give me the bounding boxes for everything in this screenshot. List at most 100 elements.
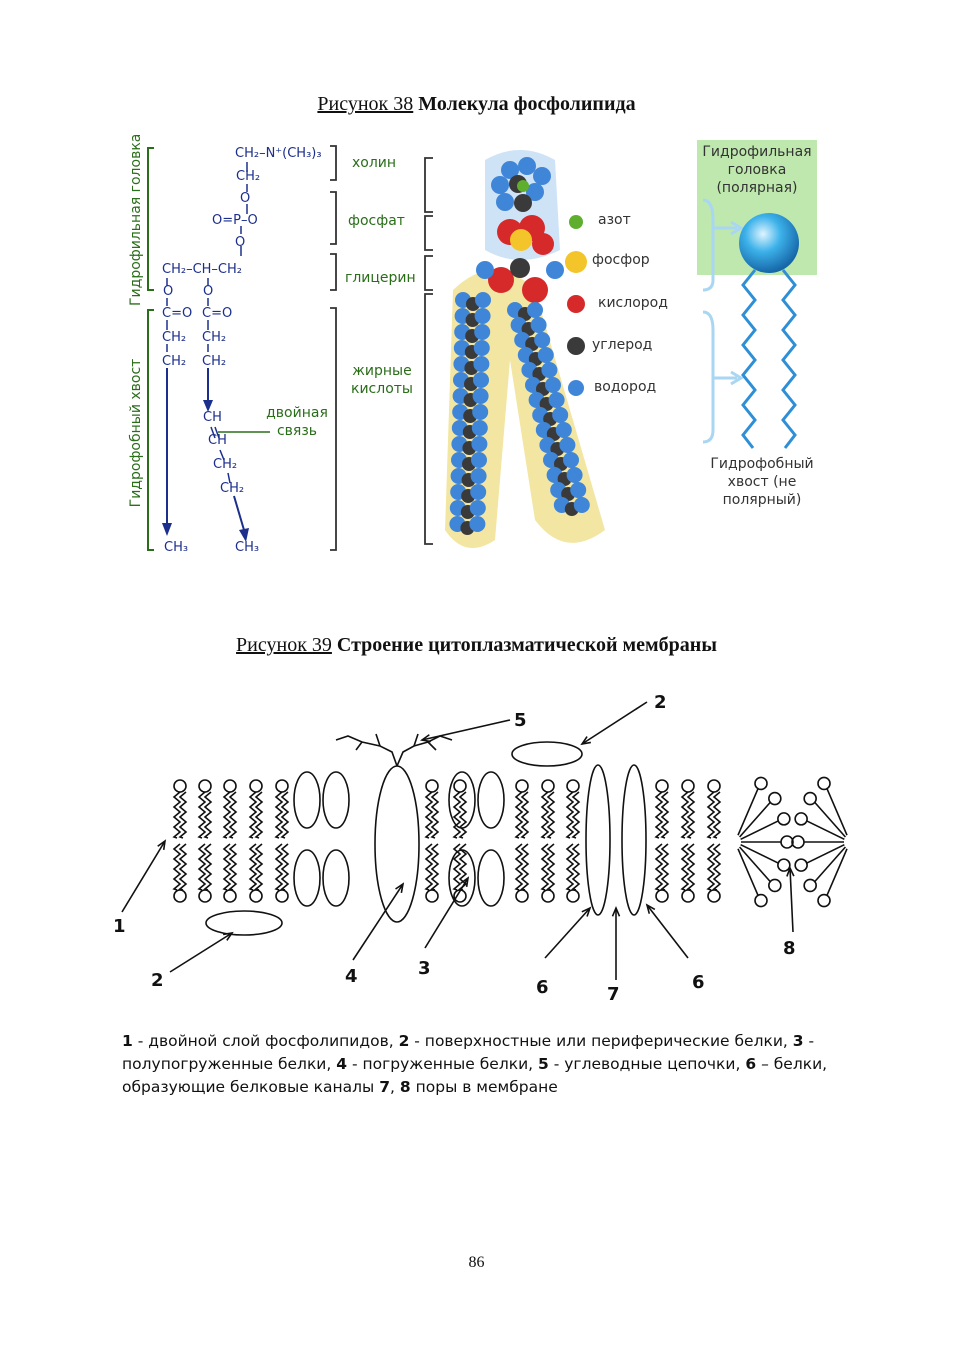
lipid-tail: [178, 843, 188, 891]
fig38-caption: Рисунок 38 Молекула фосфолипида: [0, 93, 953, 116]
atom-swatches: [565, 215, 587, 396]
model-tails: [449, 292, 590, 535]
carbohydrate-chain: [355, 741, 363, 751]
lipid-tail: [660, 791, 670, 839]
semi-embedded-protein: [322, 771, 350, 829]
schematic-head-label: Гидрофильная головка (полярная): [702, 144, 812, 196]
legend-text-part: поры в мембране: [410, 1078, 558, 1096]
lipid-head: [681, 779, 695, 793]
lipid-tail: [660, 843, 670, 891]
pore-lipid-head: [754, 776, 768, 791]
schematic-tail-label: Гидрофобный хвост (не полярный): [710, 456, 814, 508]
arrow-6-right-head: [645, 903, 656, 914]
formula-l-ch3: CH₃: [164, 540, 189, 555]
fig38-label: Рисунок 38: [317, 93, 414, 115]
h-atom: [570, 482, 587, 498]
lipid-tail: [654, 843, 664, 891]
legend-number: 1: [122, 1032, 133, 1050]
pore-lipid-tail: [738, 801, 771, 838]
formula-r-ch-b: CH: [208, 433, 227, 448]
page-number: 86: [468, 1254, 485, 1271]
h-atom: [527, 302, 543, 318]
phosphate-label: фосфат: [348, 213, 405, 229]
lipid-tail: [571, 791, 581, 839]
h-atom: [473, 340, 490, 356]
carbon-swatch: [567, 337, 585, 355]
lipid-head: [275, 889, 289, 903]
space-filling-model: [424, 150, 605, 548]
lipid-tail: [203, 843, 213, 891]
label-3-semi-embedded: 3: [418, 958, 431, 979]
legend-carbon: углерод: [592, 337, 653, 353]
lipid-head: [515, 889, 529, 903]
pore-lipid-head: [817, 776, 831, 791]
legend-text-part: – белки, образующие белковые каналы: [122, 1055, 828, 1096]
h-atom: [537, 347, 554, 363]
lipid-tail: [424, 843, 434, 891]
lipid-head: [198, 779, 212, 793]
label-4-embedded: 4: [345, 966, 358, 987]
lipid-head: [541, 779, 555, 793]
pore-lipid-head: [768, 878, 782, 893]
arrow-3-head: [460, 876, 470, 888]
arrow-5-head: [419, 734, 432, 743]
pore-lipid-head: [817, 893, 831, 908]
lipid-tail: [430, 791, 440, 839]
channel-protein: [621, 764, 647, 916]
semi-embedded-protein: [293, 849, 321, 907]
formula-ester-right: C=O: [202, 306, 233, 321]
arrow-5: [421, 719, 511, 741]
label-1-bilayer: 1: [113, 916, 126, 937]
lipid-head: [655, 889, 669, 903]
fig39-caption: Рисунок 39 Строение цитоплазматической м…: [0, 634, 953, 657]
label-7-channel: 7: [607, 984, 620, 1005]
legend-nitrogen: азот: [598, 212, 631, 228]
peripheral-protein: [205, 910, 283, 936]
hydrogen-swatch: [568, 380, 584, 396]
formula-ch2-a: CH₂: [236, 169, 261, 184]
legend-oxygen: кислород: [598, 295, 668, 311]
lipid-head: [655, 779, 669, 793]
pore-lipid-head: [754, 893, 768, 908]
formula-r-ch2-4: CH₂: [220, 481, 245, 496]
lipid-head: [541, 889, 555, 903]
lipid-tail: [254, 791, 264, 839]
lipid-head: [173, 779, 187, 793]
lipid-head: [515, 779, 529, 793]
lipid-head: [249, 889, 263, 903]
lipid-tail: [222, 843, 232, 891]
h-atom: [548, 392, 565, 408]
choline-group-formula: CH₂–N⁺(CH₃)₃: [235, 146, 322, 161]
hydrophobic-tail-side-label: Гидрофобный хвост: [128, 358, 144, 508]
pore-lipid-head: [803, 791, 817, 806]
h-atom: [559, 437, 576, 453]
formula-o-left: O: [163, 284, 174, 299]
lipid-head: [425, 889, 439, 903]
lipid-head: [681, 889, 695, 903]
h-atom: [472, 404, 489, 420]
lipid-head: [566, 779, 580, 793]
lipid-tail: [203, 791, 213, 839]
lipid-tail: [197, 791, 207, 839]
membrane-diagram: [121, 701, 848, 980]
h-atom: [469, 500, 486, 516]
semi-embedded-protein: [322, 849, 350, 907]
label-6-channel-right: 6: [692, 972, 705, 993]
double-bond-label: двойная связь: [266, 405, 328, 439]
arrow-6-right: [646, 904, 689, 959]
arrow-8: [789, 867, 794, 933]
legend-text-part: - полупогруженные белки,: [122, 1032, 815, 1073]
carbohydrate-chain: [427, 741, 437, 751]
formula-r-ch2-3: CH₂: [213, 457, 238, 472]
arrow-1-head: [157, 839, 167, 851]
lipid-tail: [520, 843, 530, 891]
tail-zigzag-left: [741, 269, 757, 449]
channel-protein: [585, 764, 611, 916]
lipid-tail: [706, 791, 716, 839]
lipid-tail: [248, 791, 258, 839]
legend-text-part: - поверхностные или периферические белки…: [409, 1032, 793, 1050]
h-atom: [552, 407, 569, 423]
hydrophilic-head-side-label: Гидрофильная головка: [128, 133, 144, 306]
semi-embedded-protein: [448, 849, 476, 907]
schematic-drawing: [702, 198, 799, 449]
